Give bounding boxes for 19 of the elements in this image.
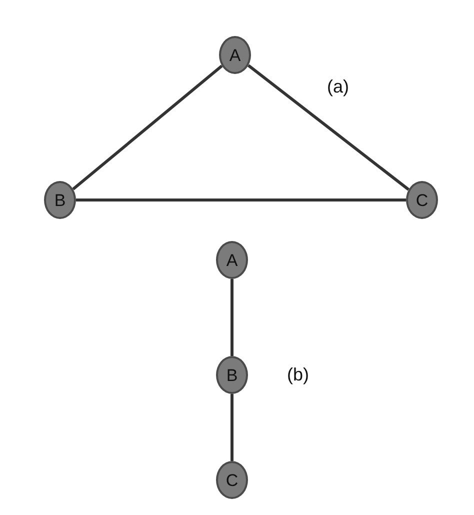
connector-line xyxy=(72,64,223,190)
connector-line xyxy=(247,64,410,191)
connector-line xyxy=(76,198,406,202)
node-circle xyxy=(219,36,251,74)
node-circle xyxy=(216,356,248,394)
node-circle xyxy=(216,241,248,279)
node-label: A xyxy=(226,252,238,268)
node-label: B xyxy=(226,366,238,384)
connector-line xyxy=(230,394,234,461)
node-label: A xyxy=(229,46,241,64)
node-circle xyxy=(406,181,438,219)
panel-label: (b) xyxy=(287,364,309,386)
node-label: C xyxy=(226,472,238,488)
node-circle xyxy=(216,461,248,499)
node-label: B xyxy=(54,192,66,208)
node-circle xyxy=(44,181,76,219)
connector-line xyxy=(230,279,234,356)
node-label: C xyxy=(416,192,428,208)
panel-label: (a) xyxy=(327,76,349,98)
